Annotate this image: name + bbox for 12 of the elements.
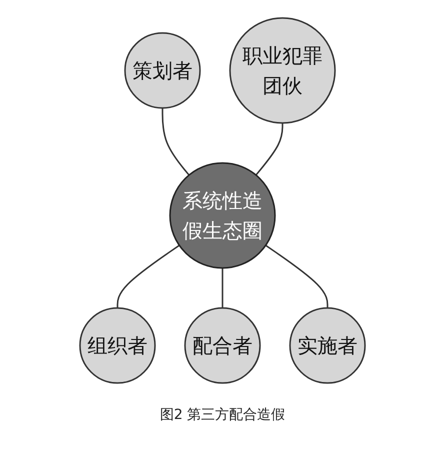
- node-circle: 系统性造假生态圈: [169, 162, 276, 268]
- node-circle: 策划者: [124, 32, 201, 108]
- node-circle: 组织者: [79, 306, 156, 384]
- node-circle: 配合者: [184, 306, 261, 384]
- connector: [222, 268, 224, 308]
- connector: [162, 108, 190, 176]
- connector: [255, 122, 284, 176]
- connector: [265, 244, 328, 308]
- node-circle: 职业犯罪团伙: [229, 16, 336, 124]
- connector: [116, 244, 180, 308]
- figure-caption: 图2 第三方配合造假: [160, 406, 286, 424]
- node-circle: 实施者: [289, 306, 366, 384]
